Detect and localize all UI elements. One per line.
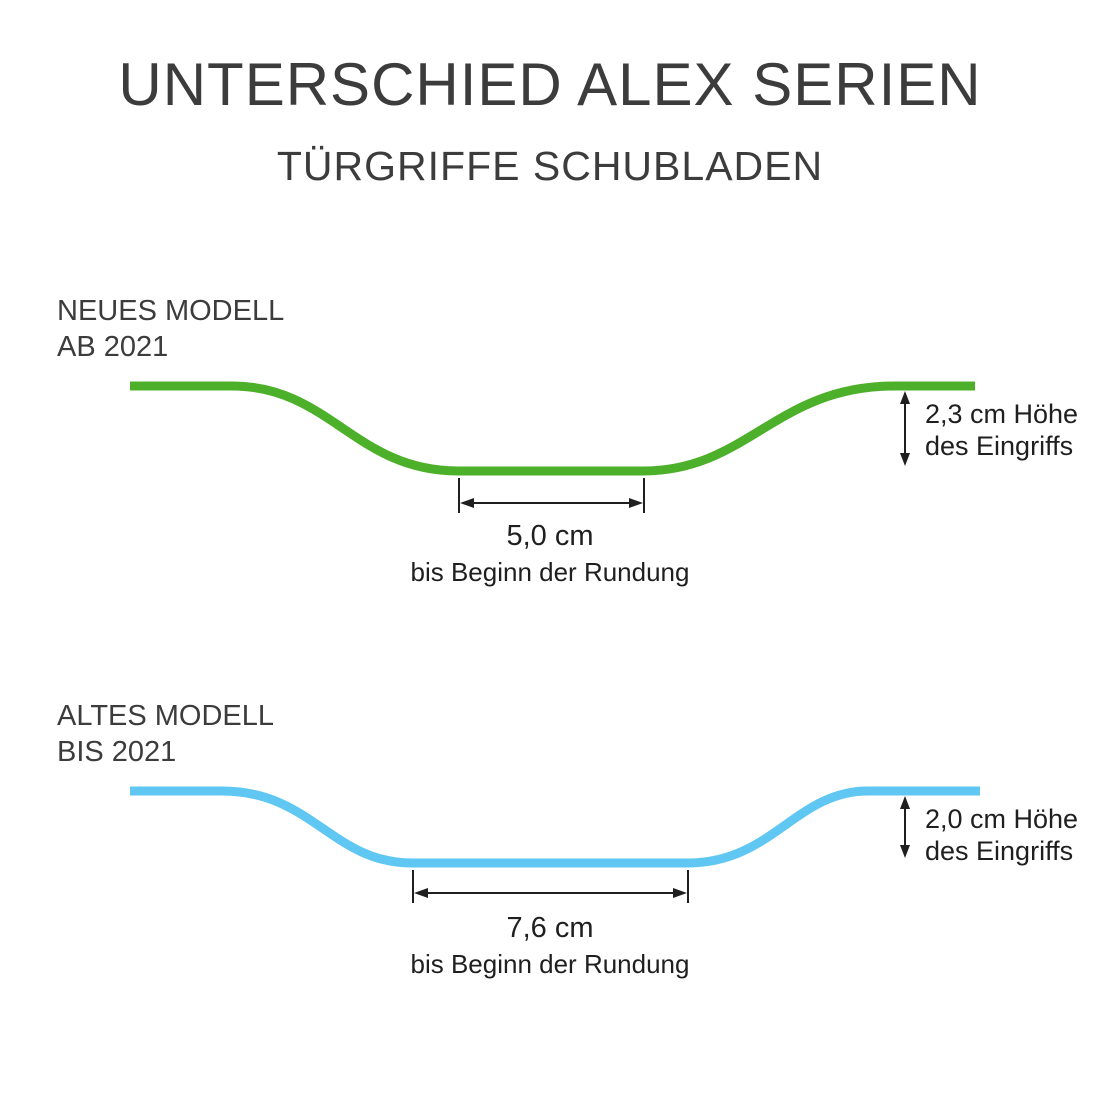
new-height-label-line2: des Eingriffs bbox=[925, 431, 1074, 461]
new-width-dimension bbox=[458, 478, 645, 513]
new-model-group bbox=[130, 381, 975, 513]
old-width-label: 7,6 cm bis Beginn der Rundung bbox=[350, 912, 750, 980]
page-title: UNTERSCHIED ALEX SERIEN bbox=[118, 51, 982, 118]
old-height-label-line1: 2,0 cm Höhe bbox=[925, 804, 1079, 834]
new-height-label-line1: 2,3 cm Höhe bbox=[925, 399, 1079, 429]
old-model-curve bbox=[130, 786, 980, 868]
old-height-dimension bbox=[900, 796, 910, 858]
new-model-label-line1: NEUES MODELL bbox=[57, 295, 285, 327]
old-model-label-line2: BIS 2021 bbox=[57, 736, 177, 768]
new-width-caption: bis Beginn der Rundung bbox=[410, 557, 690, 587]
old-model-label: ALTES MODELL BIS 2021 bbox=[57, 698, 274, 770]
old-model-label-line1: ALTES MODELL bbox=[57, 700, 275, 732]
new-model-curve bbox=[130, 381, 975, 476]
old-height-label-line2: des Eingriffs bbox=[925, 836, 1074, 866]
old-model-group bbox=[130, 786, 980, 903]
new-height-label: 2,3 cm Höhe des Eingriffs bbox=[925, 398, 1095, 462]
old-height-label: 2,0 cm Höhe des Eingriffs bbox=[925, 803, 1095, 867]
new-model-label-line2: AB 2021 bbox=[57, 331, 169, 363]
page-subtitle: TÜRGRIFFE SCHUBLADEN bbox=[276, 143, 824, 189]
old-width-caption: bis Beginn der Rundung bbox=[410, 949, 690, 979]
old-width-value: 7,6 cm bbox=[506, 912, 594, 944]
new-width-value: 5,0 cm bbox=[506, 520, 594, 552]
new-width-label: 5,0 cm bis Beginn der Rundung bbox=[350, 520, 750, 588]
new-height-dimension bbox=[900, 391, 910, 466]
old-width-dimension bbox=[412, 870, 689, 903]
new-model-label: NEUES MODELL AB 2021 bbox=[57, 293, 284, 365]
